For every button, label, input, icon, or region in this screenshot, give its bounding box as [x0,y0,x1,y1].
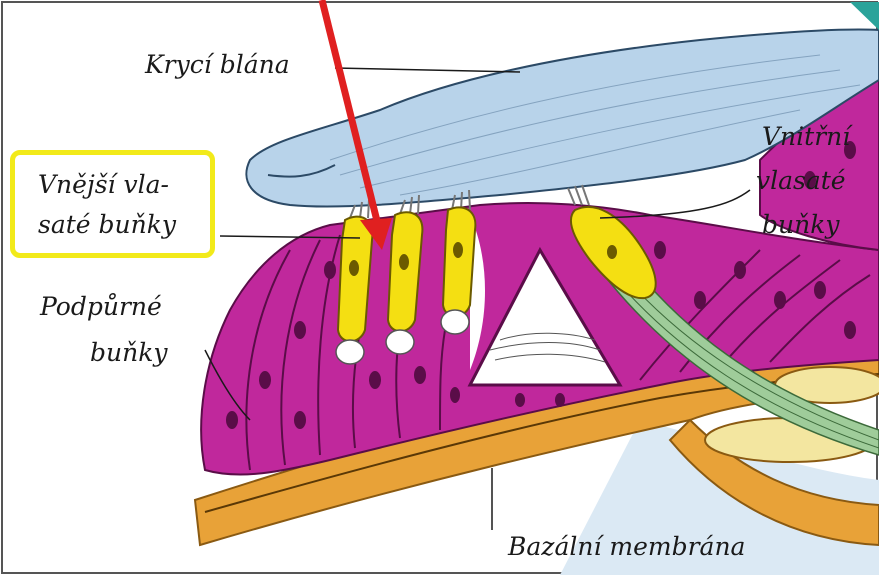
label-inner-hair-cells-line2: vlasaté [756,164,846,198]
outer-hair-cell-3 [443,207,475,316]
corner-mark [850,2,879,30]
inner-hair-cell-nucleus [607,245,617,259]
label-outer-hair-cells-line1: Vnější vla- [38,168,169,202]
label-tectorial-membrane: Krycí blána [145,48,290,82]
label-basilar-membrane: Bazální membrána [508,530,745,564]
label-outer-hair-cells-line2: saté buňky [38,208,176,242]
leader-tectorial [335,68,520,72]
label-supporting-cells-line1: Podpůrné [40,290,162,324]
label-inner-hair-cells-line1: Vnitřní [762,120,850,154]
label-inner-hair-cells-line3: buňky [762,208,839,242]
label-supporting-cells-line2: buňky [90,336,167,370]
